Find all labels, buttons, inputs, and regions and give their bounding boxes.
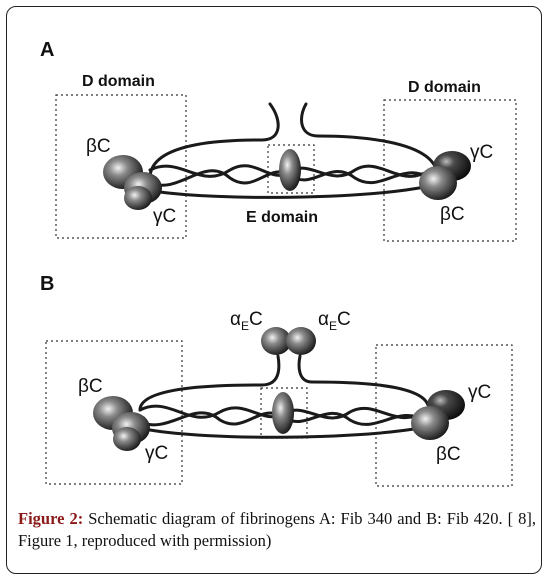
left-d-domain-box [55,94,187,239]
left-alpha-ec-label: αEC [230,309,263,333]
e-domain-blob-b [272,392,294,434]
right-beta-globule-b [411,406,449,440]
right-upper-chain [300,102,439,174]
left-beta-label: βC [86,136,111,157]
left-upper-chain [148,102,280,180]
right-gamma-label-b: γC [468,382,491,403]
lower-chain [158,184,432,199]
e-domain-label: E domain [246,209,318,226]
caption-label: Figure 2: [18,509,84,528]
left-alpha-ec-globule [261,327,291,355]
lower-chain-b [148,426,422,439]
left-gamma-label: γC [153,206,176,227]
panel-b: B αEC αEC βC γC γC βC [40,273,513,487]
left-coil-2-b [138,411,285,427]
panel-b-label: B [40,273,54,295]
right-coil-1 [288,164,432,178]
left-gamma-globule-b2 [113,427,141,451]
right-alpha-ec-globule [286,327,316,355]
panel-a-label: A [40,39,54,61]
figure-caption: Figure 2: Schematic diagram of fibrinoge… [18,508,536,552]
left-coil-2 [148,169,292,187]
left-upper-chain-b [138,354,281,412]
caption-text: Schematic diagram of fibrinogens A: Fib … [18,509,536,550]
right-beta-label-b: βC [436,444,461,465]
right-coil-2-b [281,412,429,426]
left-d-domain-box-b [45,340,183,485]
figure-frame [6,6,542,574]
panel-a: A D domain D domain βC γC γC βC E domain [40,39,517,242]
right-d-domain-label: D domain [408,79,481,96]
left-beta-label-b: βC [78,376,103,397]
left-d-domain-label: D domain [82,73,155,90]
right-alpha-ec-label: αEC [318,309,351,333]
right-upper-chain-b [297,354,430,407]
left-gamma-label-b: γC [145,443,168,464]
left-gamma-globule-b [124,186,152,210]
e-domain-blob [279,149,301,191]
right-coil-2 [288,170,434,185]
fibrinogen-diagram: A D domain D domain βC γC γC βC E domain… [40,39,517,487]
right-beta-label: βC [440,204,465,225]
right-gamma-label: γC [470,142,493,163]
right-beta-globule [419,166,457,200]
right-d-domain-box-b [375,344,513,487]
